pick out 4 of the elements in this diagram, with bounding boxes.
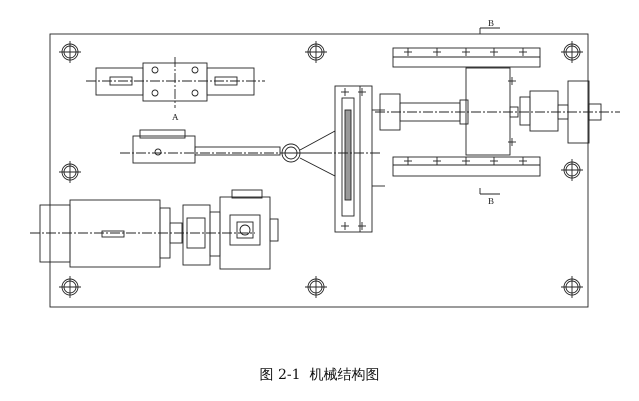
section-label: B: [488, 18, 494, 28]
section-label: A: [172, 112, 178, 122]
figure-caption: 图 2-1 机械结构图: [260, 367, 380, 383]
section-label: B: [488, 196, 494, 206]
